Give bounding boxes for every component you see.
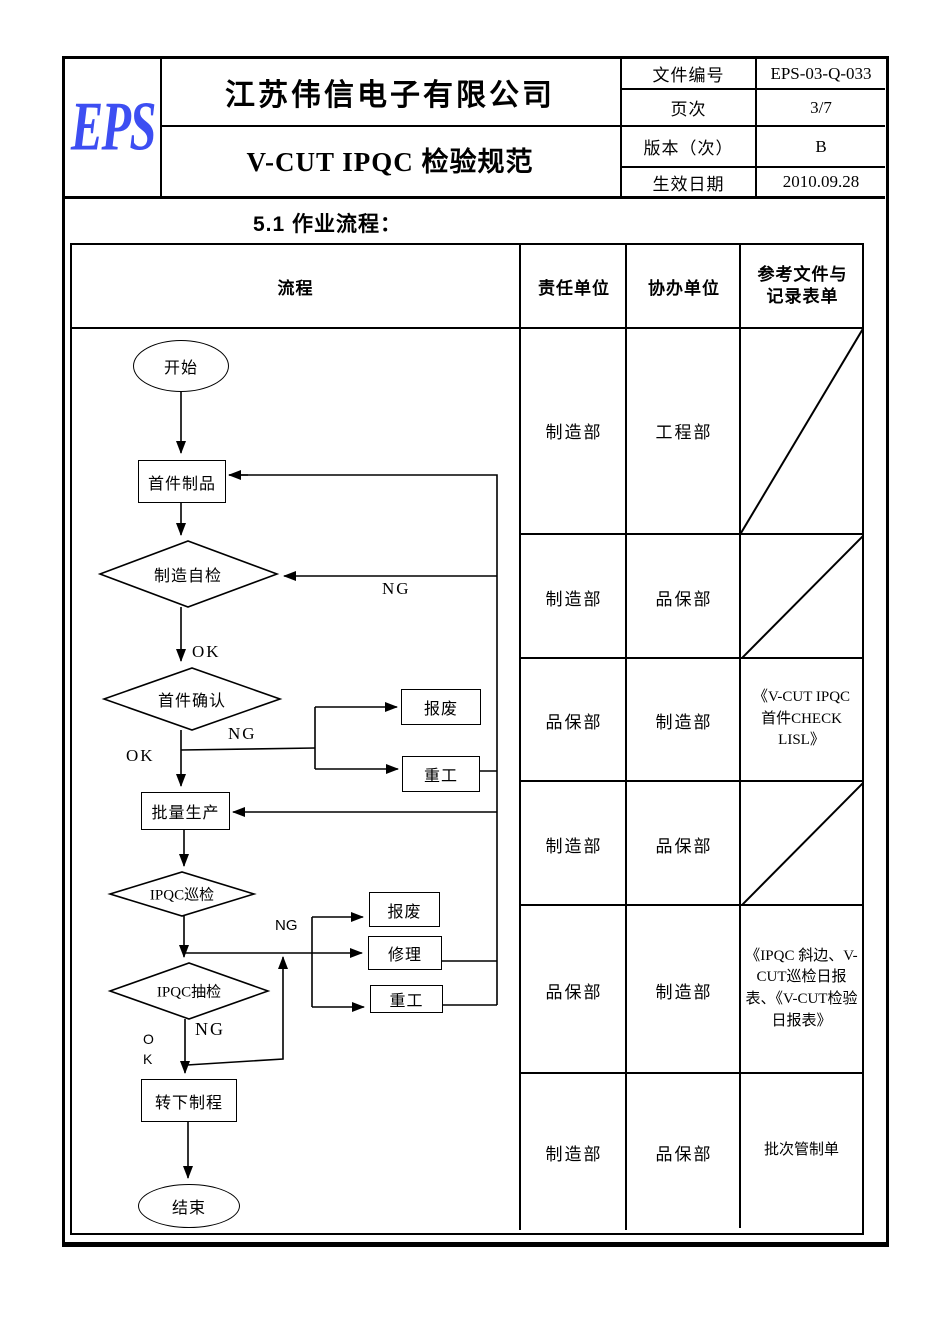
table-row-6-reference: 批次管制单 bbox=[739, 1072, 862, 1228]
company-logo: EPS bbox=[65, 59, 162, 196]
header-fields: 文件编号 EPS-03-Q-033 页次 3/7 版本（次） B 生效日期 20… bbox=[622, 59, 885, 196]
table-row-1-reference bbox=[739, 327, 864, 533]
table-row-3-responsible: 品保部 bbox=[519, 657, 627, 782]
document-title: V-CUT IPQC 检验规范 bbox=[246, 147, 534, 177]
table-row-1-assisting: 工程部 bbox=[625, 327, 741, 533]
header-field-row: 版本（次） B bbox=[622, 127, 885, 168]
effective-date-value: 2010.09.28 bbox=[782, 172, 860, 191]
table-row-6-assisting: 品保部 bbox=[625, 1072, 741, 1230]
table-row-6-responsible: 制造部 bbox=[519, 1072, 627, 1230]
ipqc-sampling-label: IPQC抽检 bbox=[156, 984, 222, 1001]
table-row-3-assisting: 制造部 bbox=[625, 657, 741, 782]
next-process-node: 转下制程 bbox=[141, 1079, 237, 1122]
eps-logo-text: EPS bbox=[70, 88, 156, 166]
table-row-3-reference: 《V-CUT IPQC 首件CHECK LISL》 bbox=[739, 657, 862, 780]
diagonal-slash bbox=[741, 327, 864, 533]
mass-production-node: 批量生产 bbox=[141, 792, 230, 830]
first-article-confirm-label: 首件确认 bbox=[157, 693, 227, 710]
header-field-row: 生效日期 2010.09.28 bbox=[622, 168, 885, 196]
diagonal-slash bbox=[741, 782, 864, 906]
company-name: 江苏伟信电子有限公司 bbox=[160, 59, 620, 127]
rework-node-2: 重工 bbox=[370, 985, 443, 1013]
table-row-2-assisting: 品保部 bbox=[625, 533, 741, 659]
table-row-2-reference bbox=[739, 533, 864, 659]
ng-label-first-confirm: NG bbox=[228, 724, 257, 743]
first-article-node: 首件制品 bbox=[138, 460, 226, 503]
section-title: 5.1 作业流程： bbox=[253, 213, 403, 236]
table-row-5-responsible: 品保部 bbox=[519, 904, 627, 1074]
version-value: B bbox=[815, 136, 827, 156]
header-field-row: 页次 3/7 bbox=[622, 90, 885, 127]
ng-label-patrol: NG bbox=[275, 917, 298, 934]
version-label: 版本（次） bbox=[622, 127, 757, 166]
column-header-responsible: 责任单位 bbox=[519, 245, 627, 329]
header-title-block: 江苏伟信电子有限公司 V-CUT IPQC 检验规范 bbox=[160, 59, 622, 196]
ok-label-sampling-o: O bbox=[143, 1031, 154, 1047]
end-node: 结束 bbox=[138, 1184, 240, 1228]
column-header-reference-text: 参考文件与记录表单 bbox=[757, 264, 848, 306]
self-inspection-label: 制造自检 bbox=[153, 568, 223, 585]
column-header-assisting: 协办单位 bbox=[625, 245, 741, 329]
rework-node-1: 重工 bbox=[402, 756, 480, 792]
table-row-5-reference: 《IPQC 斜边、V-CUT巡检日报表、《V-CUT检验日报表》 bbox=[739, 904, 862, 1072]
ok-label-sampling-k: K bbox=[143, 1051, 153, 1067]
scrap-node-2: 报废 bbox=[369, 892, 440, 927]
ok-label-self-inspection: OK bbox=[192, 642, 221, 661]
ipqc-patrol-label: IPQC巡检 bbox=[149, 887, 215, 904]
column-header-reference: 参考文件与记录表单 bbox=[739, 245, 864, 329]
page-number-label: 页次 bbox=[622, 90, 757, 125]
ok-label-first-confirm: OK bbox=[126, 746, 155, 765]
table-row-5-assisting: 制造部 bbox=[625, 904, 741, 1074]
doc-number-value: EPS-03-Q-033 bbox=[770, 63, 872, 83]
header-field-row: 文件编号 EPS-03-Q-033 bbox=[622, 59, 885, 90]
ng-label-self-inspection: NG bbox=[382, 579, 411, 598]
start-node: 开始 bbox=[133, 340, 229, 392]
table-row-2-responsible: 制造部 bbox=[519, 533, 627, 659]
page-border bbox=[62, 56, 889, 1247]
table-row-4-reference bbox=[739, 780, 864, 906]
scrap-node-1: 报废 bbox=[401, 689, 481, 725]
document-header-table: EPS 江苏伟信电子有限公司 V-CUT IPQC 检验规范 文件编号 EPS-… bbox=[65, 59, 885, 199]
table-row-1-responsible: 制造部 bbox=[519, 327, 627, 533]
process-table: 流程 责任单位 协办单位 参考文件与记录表单 制造部 工程部 制造部 品保部 品… bbox=[70, 243, 864, 1235]
effective-date-label: 生效日期 bbox=[622, 168, 757, 196]
diagonal-slash bbox=[741, 535, 864, 659]
column-header-process: 流程 bbox=[72, 245, 519, 329]
table-row-4-responsible: 制造部 bbox=[519, 780, 627, 906]
repair-node: 修理 bbox=[368, 936, 442, 970]
table-row-4-assisting: 品保部 bbox=[625, 780, 741, 906]
page-number-value: 3/7 bbox=[810, 97, 832, 117]
ng-label-sampling: NG bbox=[195, 1019, 225, 1039]
doc-number-label: 文件编号 bbox=[622, 59, 757, 88]
